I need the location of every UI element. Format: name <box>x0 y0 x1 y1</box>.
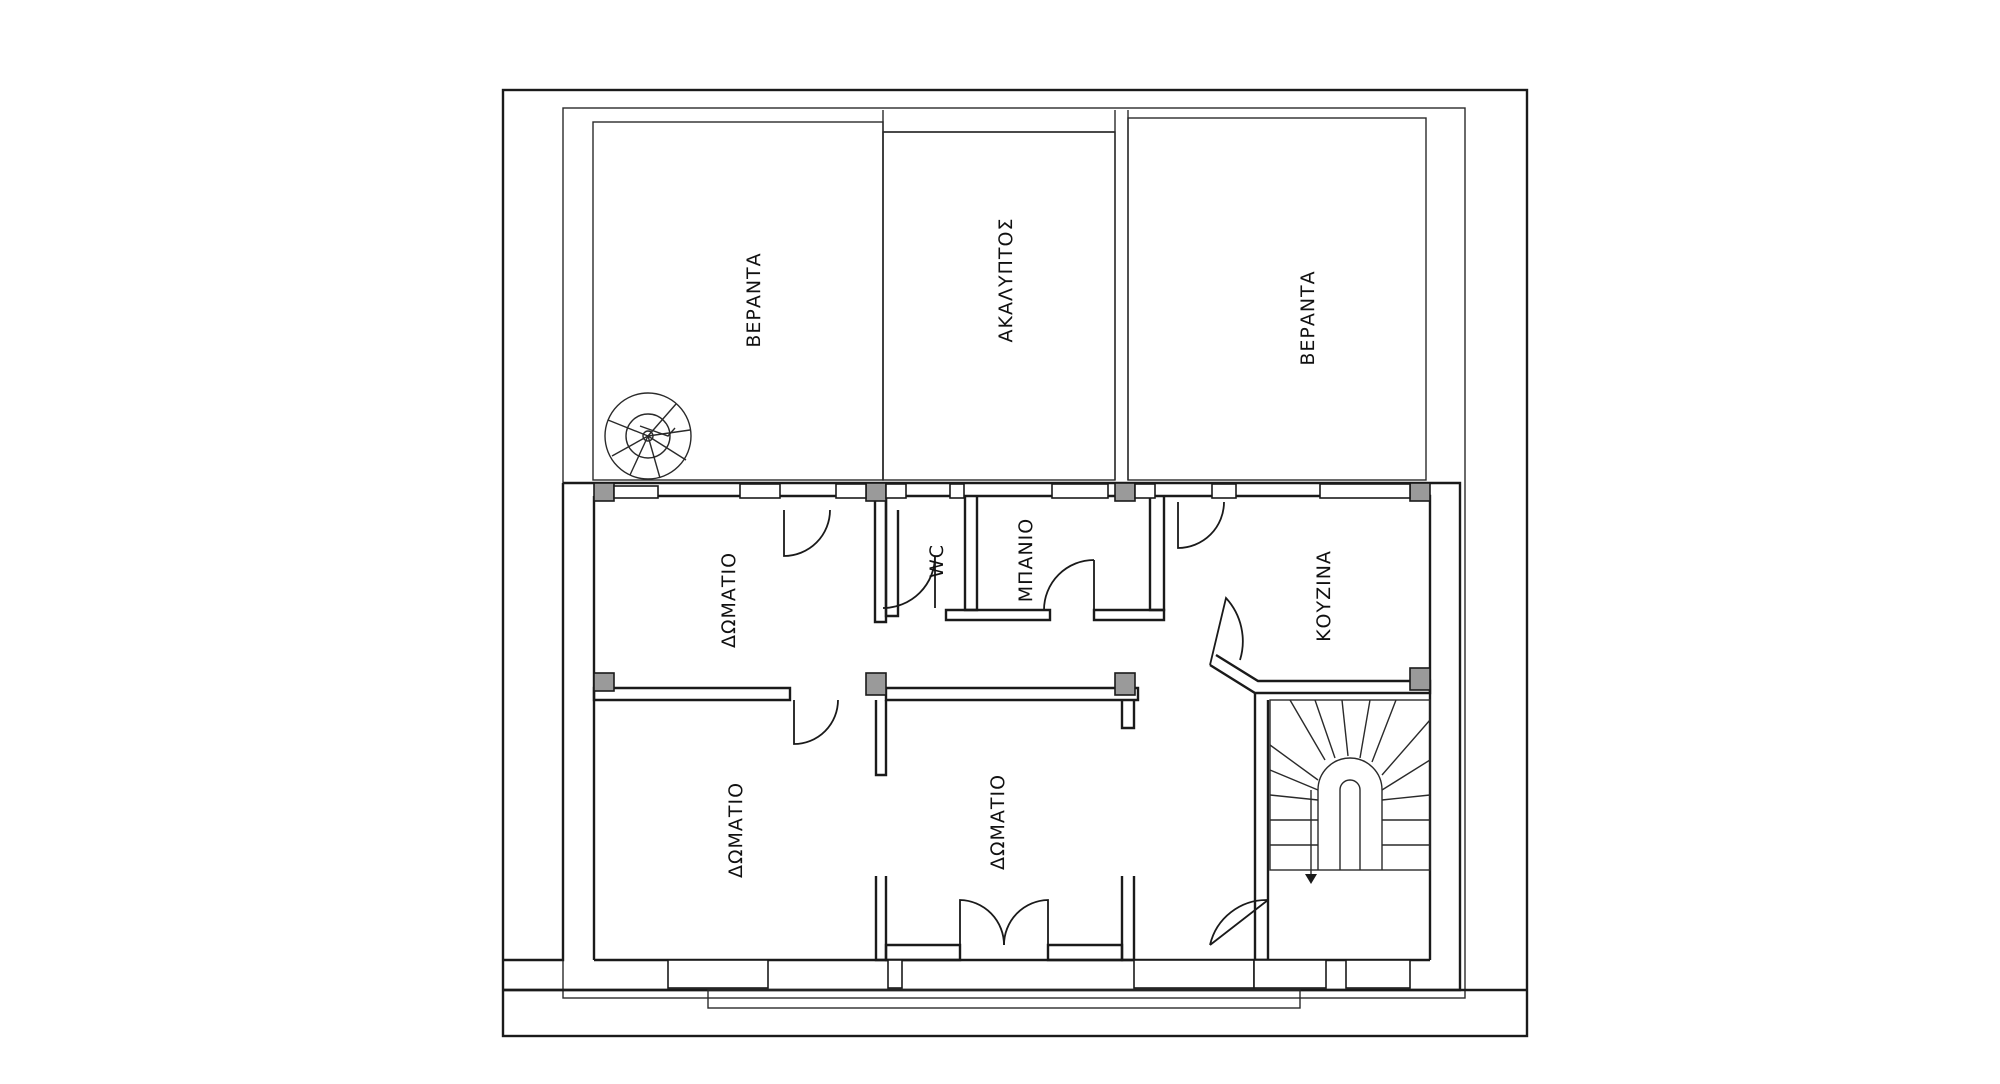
main-staircase <box>1269 699 1431 884</box>
veranda-left-area <box>592 121 884 481</box>
spiral-staircase <box>604 392 692 480</box>
label-bedroom-bottom-center: ΔΩΜΑΤΙΟ <box>987 774 1009 870</box>
site-boundary <box>501 88 1529 1038</box>
balcony-railing <box>707 989 1301 1009</box>
label-veranda-left: ΒΕΡΑΝΤΑ <box>743 252 765 347</box>
label-veranda-right: ΒΕΡΑΝΤΑ <box>1297 270 1319 365</box>
interior-partitions <box>592 496 1432 962</box>
label-bedroom-bottom-left: ΔΩΜΑΤΙΟ <box>725 782 747 878</box>
stair-direction-arrow <box>1305 874 1317 884</box>
doors <box>783 501 1269 946</box>
label-bedroom-top-left: ΔΩΜΑΤΙΟ <box>718 552 740 648</box>
veranda-right-area <box>1127 117 1427 481</box>
label-bathroom: ΜΠΑΝΙΟ <box>1015 518 1037 602</box>
label-kitchen: ΚΟΥΖΙΝΑ <box>1313 550 1335 642</box>
upper-terrace-zone <box>592 110 1427 481</box>
windows <box>613 483 1411 1009</box>
label-courtyard: ΑΚΑΛΥΠΤΟΣ <box>995 218 1017 343</box>
label-wc: WC <box>926 544 948 578</box>
